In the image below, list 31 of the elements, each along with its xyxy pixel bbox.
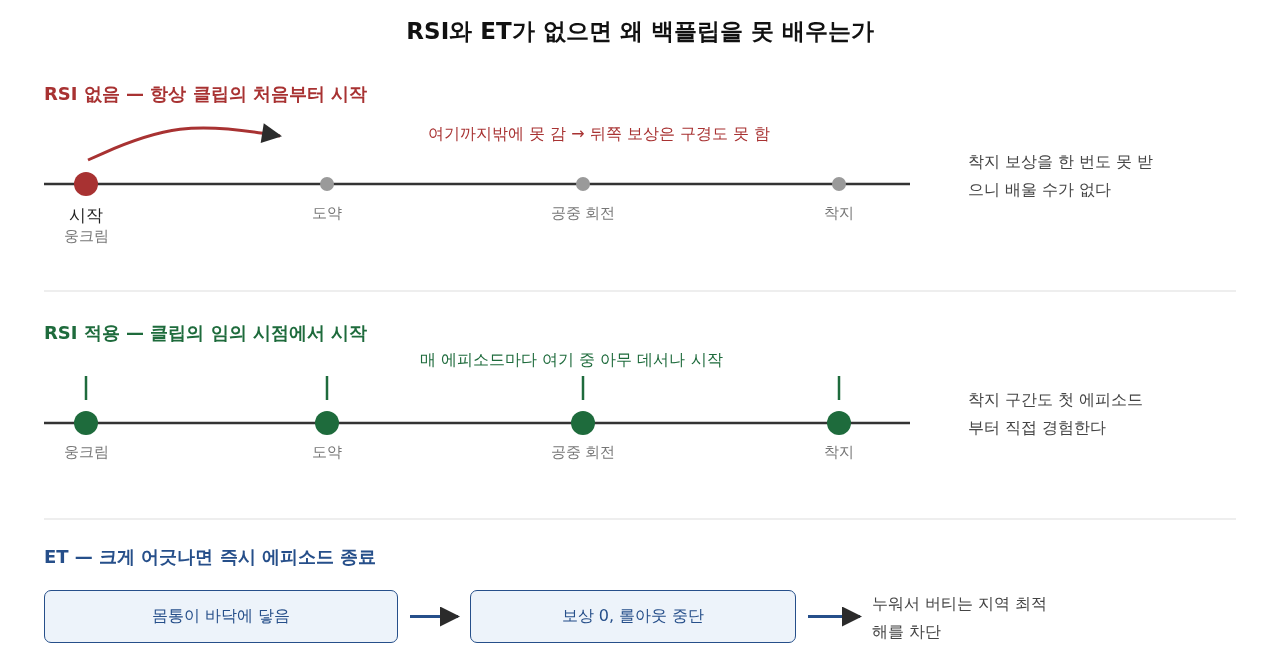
process-box: 몸통이 바닥에 닿음 [44, 590, 398, 643]
timeline-point [74, 411, 98, 435]
stage-label: 공중 회전 [549, 443, 617, 462]
timeline-point [320, 177, 334, 191]
timeline-point [315, 411, 339, 435]
stage-label: 웅크림 [62, 443, 110, 462]
arrow [808, 606, 862, 627]
stage-label: 공중 회전 [549, 204, 617, 223]
section-heading: ET — 크게 어긋나면 즉시 에피소드 종료 [44, 545, 377, 569]
timeline-point [832, 177, 846, 191]
note-text: 여기까지밖에 못 감 → 뒤쪽 보상은 구경도 못 함 [428, 124, 771, 145]
stage-label: 웅크림 [62, 227, 110, 246]
stage-label: 도약 [311, 443, 343, 462]
stage-label: 착지 [823, 204, 855, 223]
process-box: 보상 0, 롤아웃 중단 [470, 590, 796, 643]
note-text: 착지 보상을 한 번도 못 받으니 배울 수가 없다 [968, 151, 1155, 201]
timeline-point [571, 411, 595, 435]
stage-label: 시작 [68, 204, 104, 227]
timeline-point [827, 411, 851, 435]
note-text: 매 에피소드마다 여기 중 아무 데서나 시작 [420, 350, 723, 371]
timeline-point [576, 177, 590, 191]
result-text: 누워서 버티는 지역 최적해를 차단 [872, 590, 1062, 646]
title: RSI와 ET가 없으면 왜 백플립을 못 배우는가 [405, 17, 875, 46]
arrow [410, 606, 460, 627]
stage-label: 도약 [311, 204, 343, 223]
section-heading: RSI 없음 — 항상 클립의 처음부터 시작 [44, 82, 368, 106]
arrow [87, 123, 282, 162]
timeline-point [74, 172, 98, 196]
note-text: 착지 구간도 첫 에피소드부터 직접 경험한다 [968, 389, 1145, 439]
stage-label: 착지 [823, 443, 855, 462]
section-heading: RSI 적용 — 클립의 임의 시점에서 시작 [44, 321, 368, 345]
